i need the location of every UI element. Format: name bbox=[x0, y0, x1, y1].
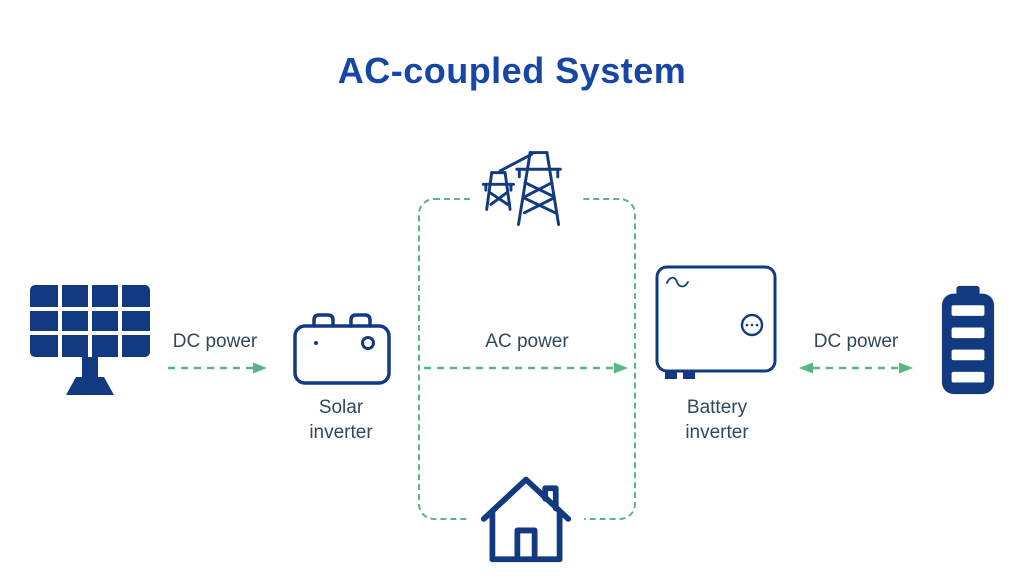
inverter-logo-mark bbox=[666, 276, 689, 288]
ac-power-label: AC power bbox=[485, 331, 569, 352]
battery-inverter-label: Battery inverter bbox=[685, 397, 749, 443]
solar-panel-icon bbox=[28, 283, 152, 395]
ac-power-arrow bbox=[424, 360, 630, 376]
dc-power-label-right: DC power bbox=[813, 331, 899, 352]
dc-power-arrow-right bbox=[798, 360, 914, 376]
battery-icon bbox=[940, 284, 996, 396]
solar-inverter-icon bbox=[292, 310, 392, 386]
house-icon bbox=[468, 458, 584, 576]
battery-inverter-icon bbox=[653, 263, 779, 385]
dc-power-label-left: DC power bbox=[172, 331, 258, 352]
power-grid-pylon-icon bbox=[470, 136, 582, 236]
solar-inverter-label: Solar inverter bbox=[309, 397, 373, 443]
dc-power-arrow-left bbox=[168, 360, 268, 376]
diagram-title: AC-coupled System bbox=[337, 50, 687, 91]
